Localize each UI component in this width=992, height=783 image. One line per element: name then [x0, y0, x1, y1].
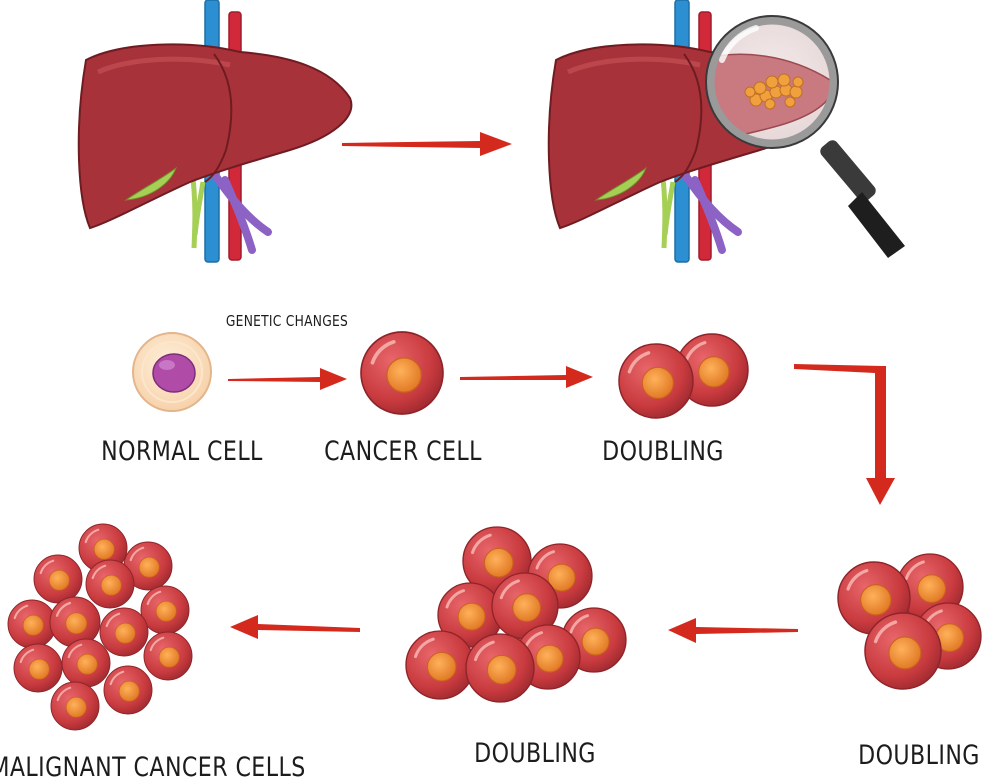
malignant-cancer-cells-label: MALIGNANT CANCER CELLS: [0, 752, 306, 783]
tumor-nodules: [744, 73, 804, 110]
magnifying-glass-icon: [705, 15, 905, 258]
malignant-cluster: [6, 522, 194, 732]
doubling-cells-2: [836, 552, 983, 691]
cancer-cell-label: CANCER CELL: [324, 436, 482, 467]
doubling-cells-3: [404, 525, 628, 704]
doubling-cells-1: [617, 332, 750, 420]
arrow-3: [668, 618, 798, 643]
cancer-cell: [359, 330, 445, 416]
normal-cell: [132, 332, 212, 412]
doubling-label-3: DOUBLING: [474, 738, 596, 769]
healthy-liver: [77, 0, 353, 263]
normal-cell-label: NORMAL CELL: [101, 436, 263, 467]
top-arrow: [342, 132, 512, 156]
doubling-label-1: DOUBLING: [602, 436, 724, 467]
bent-arrow: [794, 364, 895, 505]
arrow-2: [460, 366, 593, 388]
arrow-1: [228, 368, 347, 390]
genetic-changes-label: GENETIC CHANGES: [225, 312, 349, 330]
doubling-label-2: DOUBLING: [858, 740, 980, 771]
arrow-4: [230, 615, 360, 639]
